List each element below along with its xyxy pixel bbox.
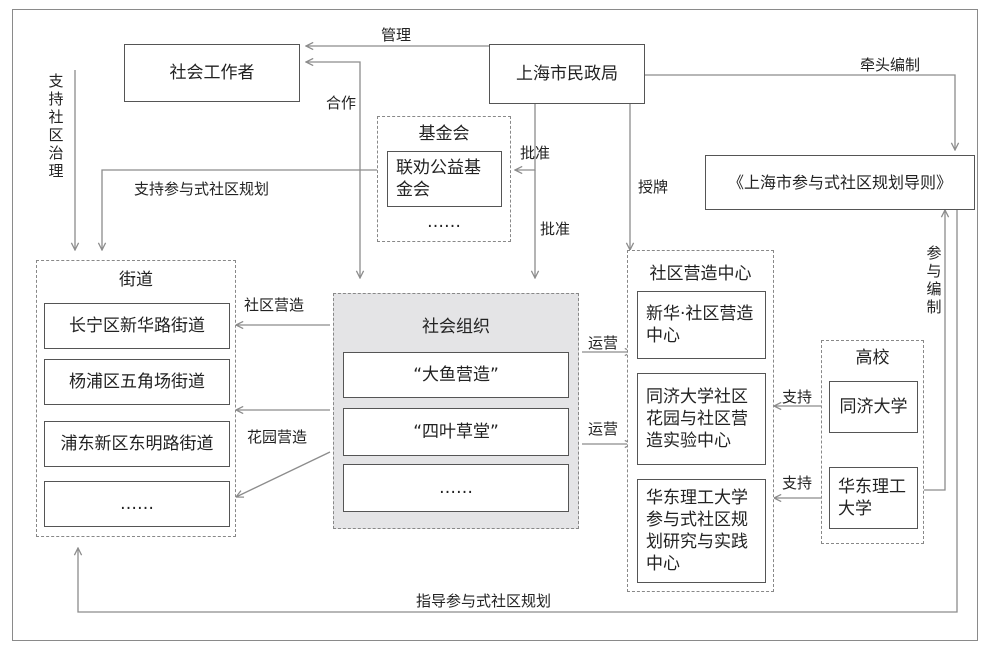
node-org-dayu: “大鱼营造” [343, 352, 569, 398]
street-title: 街道 [119, 270, 153, 290]
label-support-planning: 支持参与式社区规划 [134, 180, 270, 198]
node-org-more: …… [343, 464, 569, 512]
label-garden-building: 花园营造 [247, 428, 308, 446]
label-support-governance: 支持社区治理 [48, 72, 64, 180]
label-operate-2: 运营 [588, 420, 619, 438]
edge-guide-planning [78, 210, 958, 613]
node-guideline: 《上海市参与式社区规划导则》 [705, 155, 975, 210]
edge-cooperate [306, 62, 360, 278]
node-center-ecust: 华东理工大学参与式社区规划研究与实践中心 [637, 479, 766, 583]
group-center: 社区营造中心 新华·社区营造中心 同济大学社区花园与社区营造实验中心 华东理工大… [627, 250, 774, 592]
node-univ-ecust: 华东理工大学 [829, 467, 918, 529]
social-org-title: 社会组织 [422, 317, 490, 337]
node-center-xinhua: 新华·社区营造中心 [637, 291, 766, 359]
group-university: 高校 同济大学 华东理工大学 [821, 340, 924, 544]
center-title: 社区营造中心 [649, 264, 752, 284]
node-foundation-lianquan: 联劝公益基金会 [387, 151, 502, 207]
node-center-tongji: 同济大学社区花园与社区营造实验中心 [637, 373, 766, 465]
edge-garden-building-2 [236, 451, 331, 497]
label-approve-1: 批准 [520, 144, 551, 162]
edge-lead-compile [645, 74, 955, 150]
foundation-title: 基金会 [418, 124, 470, 144]
group-foundation: 基金会 联劝公益基金会 …… [377, 116, 511, 242]
label-operate-1: 运营 [588, 334, 619, 352]
node-street-more: …… [44, 481, 230, 527]
node-univ-tongji: 同济大学 [829, 381, 918, 433]
label-approve-2: 批准 [540, 220, 571, 238]
node-social-worker: 社会工作者 [124, 44, 300, 102]
label-support-2: 支持 [782, 474, 813, 492]
node-street-wujiaochang: 杨浦区五角场街道 [44, 359, 230, 405]
label-community-building: 社区营造 [244, 296, 305, 314]
edge-support-planning [102, 169, 386, 250]
label-manage: 管理 [381, 26, 412, 44]
node-civil-affairs: 上海市民政局 [489, 44, 645, 104]
label-authorize: 授牌 [638, 178, 669, 196]
edge-participate-compile [920, 210, 945, 491]
group-street: 街道 长宁区新华路街道 杨浦区五角场街道 浦东新区东明路街道 …… [36, 260, 236, 537]
university-title: 高校 [855, 348, 890, 368]
label-support-1: 支持 [782, 388, 813, 406]
group-social-org: 社会组织 “大鱼营造” “四叶草堂” …… [333, 293, 579, 529]
outer-frame [12, 9, 978, 641]
node-street-xinhua: 长宁区新华路街道 [44, 303, 230, 349]
label-cooperate: 合作 [326, 94, 357, 112]
node-org-siye: “四叶草堂” [343, 408, 569, 456]
node-street-dongminglu: 浦东新区东明路街道 [44, 421, 230, 467]
label-lead-compile: 牵头编制 [860, 56, 921, 74]
foundation-more: …… [427, 212, 461, 232]
label-participate-compile: 参与编制 [926, 244, 942, 316]
label-guide-planning: 指导参与式社区规划 [416, 592, 552, 610]
